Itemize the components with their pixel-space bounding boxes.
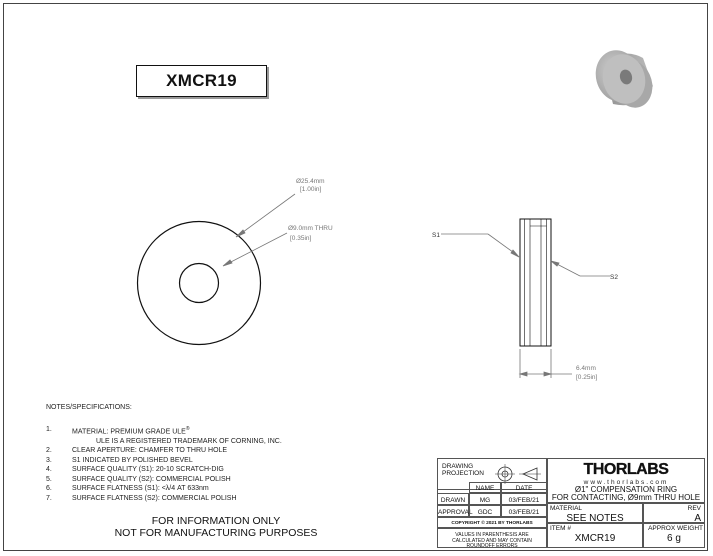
drawing-border [3, 3, 708, 551]
isometric-view [595, 50, 653, 108]
surface-leaders [441, 233, 610, 277]
note-number: 6. [46, 485, 52, 493]
note-number: 5. [46, 475, 52, 483]
bore-in: [0.35in] [290, 235, 312, 242]
part-number-label: XMCR19 [136, 65, 267, 97]
drawing-projection-label: DRAWING PROJECTION [442, 463, 484, 477]
note-number: 4. [46, 466, 52, 474]
front-view-leaders [222, 193, 296, 267]
side-view [519, 218, 552, 347]
third-angle-projection-icon [495, 464, 541, 484]
rev-cell [643, 503, 705, 523]
part-description: Ø1" COMPENSATION RING FOR CONTACTING, Ø9… [547, 485, 705, 503]
note-number: 3. [46, 456, 52, 464]
material-cell [547, 503, 643, 523]
weight-value: 6 g [667, 533, 681, 544]
note-text: SURFACE FLATNESS (S1): <λ/4 AT 633nm [72, 485, 209, 493]
disclaimer-line-1: FOR INFORMATION ONLY [151, 515, 281, 527]
rev-label: REV [687, 505, 701, 512]
note-number: 7. [46, 495, 52, 503]
note-text: SURFACE QUALITY (S2): COMMERCIAL POLISH [72, 475, 231, 483]
notes-specifications: NOTES/SPECIFICATIONS: 1. MATERIAL: PREMI… [46, 403, 282, 504]
website: www.thorlabs.com [583, 479, 669, 486]
note-text: ULE IS A REGISTERED TRADEMARK OF CORNING… [96, 437, 282, 445]
disclaimer-line-2: NOT FOR MANUFACTURING PURPOSES [114, 526, 318, 539]
notes-heading: NOTES/SPECIFICATIONS: [46, 404, 132, 411]
note-text: CLEAR APERTURE: CHAMFER TO THRU HOLE [72, 447, 228, 455]
approval-name: GDC [469, 505, 501, 517]
weight-cell [643, 523, 705, 548]
copyright: COPYRIGHT © 2021 BY THORLABS [437, 517, 547, 528]
note-number: 1. [46, 425, 52, 433]
approval-label: APPROVAL [437, 505, 473, 517]
outer-diameter-mm: Ø25.4mm [296, 178, 325, 185]
outer-diameter-in: [1.00in] [300, 186, 322, 193]
item-value: XMCR19 [574, 533, 616, 544]
thickness-in: [0.25in] [576, 374, 598, 381]
thorlabs-logo: THORLABS [583, 461, 669, 478]
drawn-name: MG [469, 493, 501, 505]
thickness-dimension [518, 349, 572, 378]
note-number: 2. [46, 447, 52, 455]
weight-label: APPROX WEIGHT [648, 525, 703, 532]
surface-2-label: S2 [610, 274, 618, 281]
description-line-2: FOR CONTACTING, Ø9mm THRU HOLE [551, 493, 701, 503]
material-value: SEE NOTES [566, 513, 624, 524]
front-view [136, 220, 262, 346]
bore-mm: Ø9.0mm THRU [288, 225, 333, 232]
disclaimer: FOR INFORMATION ONLY NOT FOR MANUFACTURI… [100, 515, 332, 539]
note-item: 5. SURFACE QUALITY (S2): COMMERCIAL POLI… [46, 475, 282, 485]
note-item: 4. SURFACE QUALITY (S1): 20-10 SCRATCH-D… [46, 465, 282, 475]
note-item: 2. CLEAR APERTURE: CHAMFER TO THRU HOLE [46, 446, 282, 456]
material-label: MATERIAL [550, 505, 583, 512]
note-item: 7. SURFACE FLATNESS (S2): COMMERCIAL POL… [46, 494, 282, 504]
col-name-header: NAME [469, 482, 501, 493]
drawn-label: DRAWN [437, 493, 469, 505]
note-text: SURFACE QUALITY (S1): 20-10 SCRATCH-DIG [72, 466, 224, 474]
note-text: S1 INDICATED BY POLISHED BEVEL [72, 456, 193, 464]
note-item: 3. S1 INDICATED BY POLISHED BEVEL [46, 456, 282, 466]
col-date-header: DATE [501, 482, 547, 493]
rev-value: A [694, 513, 701, 524]
title-block: DRAWING PROJECTION NAME DATE DRAWN MG 03… [437, 458, 705, 549]
brand-cell [547, 458, 705, 503]
note-text: SURFACE FLATNESS (S2): COMMERCIAL POLISH [72, 495, 237, 503]
note-text: MATERIAL: PREMIUM GRADE ULE® [72, 425, 190, 435]
item-cell [547, 523, 643, 548]
thickness-mm: 6.4mm [576, 365, 596, 372]
surface-1-label: S1 [432, 232, 440, 239]
values-note: VALUES IN PARENTHESIS ARE CALCULATED AND… [437, 528, 547, 549]
note-item: 6. SURFACE FLATNESS (S1): <λ/4 AT 633nm [46, 484, 282, 494]
description-line-1: Ø1" COMPENSATION RING [574, 485, 678, 494]
drawn-date: 03/FEB/21 [501, 493, 547, 505]
spacer [437, 480, 465, 493]
note-item: 1. MATERIAL: PREMIUM GRADE ULE® [46, 425, 282, 437]
projection-cell [437, 458, 547, 490]
approval-date: 03/FEB/21 [501, 505, 547, 517]
item-label: ITEM # [550, 525, 571, 532]
